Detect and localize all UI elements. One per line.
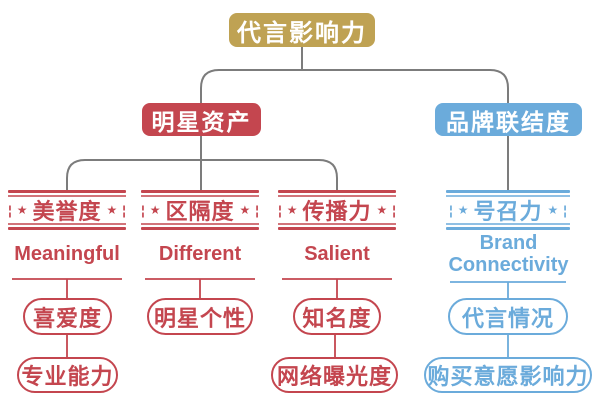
- branch-box-brand-connectivity: 品牌联结度: [435, 103, 582, 136]
- english-label-different: Different: [158, 243, 242, 265]
- side-mark-icon: ¦: [122, 202, 126, 218]
- english-label-meaningful: Meaningful: [14, 243, 120, 265]
- metric-pill-zhuanyenengli: 专业能力: [17, 357, 118, 393]
- metric-pill-zhimingdu: 知名度: [293, 298, 381, 335]
- bracket-brand-connectivity: [450, 281, 566, 298]
- side-mark-icon: ¦: [255, 202, 259, 218]
- header-rule-thick: [278, 190, 396, 193]
- side-mark-icon: ¦: [141, 202, 145, 218]
- dimension-label: 传播力: [302, 199, 372, 224]
- dimension-header-meiyudu: ¦ ★ 美誉度 ★ ¦: [8, 190, 126, 230]
- root-label: 代言影响力: [237, 19, 367, 47]
- header-rule-thin: [446, 195, 570, 197]
- header-rule-thin: [8, 195, 126, 197]
- side-mark-icon: ¦: [449, 202, 453, 218]
- dimension-label: 号召力: [473, 199, 543, 224]
- header-rule-thick: [8, 190, 126, 193]
- bracket-meaningful: [12, 278, 122, 298]
- dimension-label: 美誉度: [32, 199, 102, 224]
- star-icon: ★: [547, 203, 559, 217]
- branch-label-brand-connectivity: 品牌联结度: [446, 108, 571, 135]
- side-mark-icon: ¦: [563, 202, 567, 218]
- star-assets-branch-connector: [66, 159, 338, 190]
- dimension-label: 区隔度: [165, 199, 235, 224]
- metric-pill-wangluobaoguangdu: 网络曝光度: [271, 357, 398, 393]
- header-rule-thin: [8, 223, 126, 225]
- dimension-header-haozhaoli: ¦ ★ 号召力 ★ ¦: [446, 190, 570, 230]
- header-rule-thick: [8, 227, 126, 230]
- branch-box-star-assets: 明星资产: [142, 103, 261, 136]
- header-rule-thin: [141, 223, 259, 225]
- star-icon: ★: [16, 203, 28, 217]
- star-icon: ★: [239, 203, 251, 217]
- star-icon: ★: [286, 203, 298, 217]
- bracket-salient: [282, 278, 392, 298]
- star-icon: ★: [457, 203, 469, 217]
- root-box-endorsement-influence: 代言影响力: [229, 13, 375, 47]
- branch-label-star-assets: 明星资产: [151, 108, 252, 135]
- side-mark-icon: ¦: [8, 202, 12, 218]
- star-icon: ★: [106, 203, 118, 217]
- header-rule-thick: [141, 227, 259, 230]
- header-rule-thin: [446, 223, 570, 225]
- header-rule-thick: [446, 190, 570, 193]
- header-rule-thick: [141, 190, 259, 193]
- metric-pill-goumaiyiyuan: 购买意愿影响力: [424, 357, 592, 393]
- english-label-salient: Salient: [304, 243, 370, 265]
- side-mark-icon: ¦: [278, 202, 282, 218]
- side-mark-icon: ¦: [392, 202, 396, 218]
- header-rule-thick: [446, 227, 570, 230]
- dimension-header-qugedu: ¦ ★ 区隔度 ★ ¦: [141, 190, 259, 230]
- header-rule-thin: [141, 195, 259, 197]
- header-rule-thin: [278, 195, 396, 197]
- english-label-brand-connectivity: Brand Connectivity: [448, 232, 569, 276]
- header-rule-thick: [278, 227, 396, 230]
- dimension-header-chuanboli: ¦ ★ 传播力 ★ ¦: [278, 190, 396, 230]
- star-icon: ★: [376, 203, 388, 217]
- metric-pill-mingxinggexing: 明星个性: [147, 298, 253, 335]
- bracket-different: [145, 278, 255, 298]
- star-icon: ★: [149, 203, 161, 217]
- level2-branch-connector: [200, 69, 509, 104]
- header-rule-thin: [278, 223, 396, 225]
- metric-pill-daiyanqingkuang: 代言情况: [448, 298, 568, 335]
- metric-pill-xiaidu: 喜爱度: [23, 298, 112, 335]
